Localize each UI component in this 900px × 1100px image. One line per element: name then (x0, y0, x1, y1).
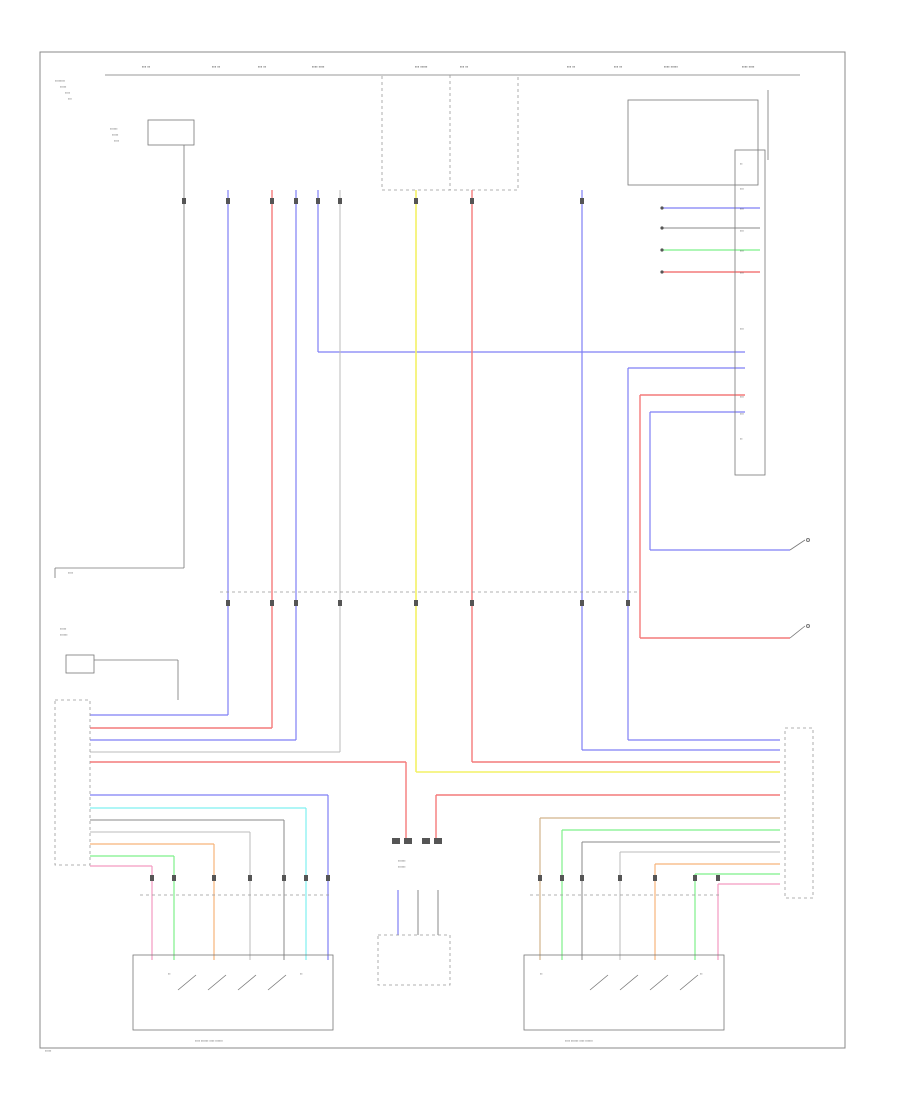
svg-text:▪▪▪▪ ▪▪▪▪: ▪▪▪▪ ▪▪▪▪ (312, 64, 325, 69)
svg-text:▪▪▪: ▪▪▪ (740, 207, 744, 211)
svg-text:▪▪▪▪▪: ▪▪▪▪▪ (45, 1049, 51, 1053)
svg-text:▪▪▪▪: ▪▪▪▪ (68, 571, 73, 575)
svg-text:▪▪▪: ▪▪▪ (740, 395, 744, 399)
left-upper-component: ▪▪▪▪▪▪▪▪ ▪▪▪▪▪ ▪▪▪▪ ▪▪▪ ▪▪▪▪▪▪ ▪▪▪▪▪ ▪▪▪… (55, 79, 195, 146)
svg-text:▪▪▪▪▪▪: ▪▪▪▪▪▪ (398, 859, 405, 863)
fuse-labels-top: ▪▪▪ ▪▪ ▪▪▪ ▪▪ ▪▪▪ ▪▪ ▪▪▪▪ ▪▪▪▪ ▪▪▪ ▪▪▪▪▪… (142, 64, 755, 69)
switch-symbol-2 (789, 624, 810, 639)
svg-text:▪▪▪▪▪: ▪▪▪▪▪ (60, 85, 66, 89)
left-connector-block (54, 699, 91, 866)
svg-text:▪▪▪ ▪▪: ▪▪▪ ▪▪ (258, 64, 267, 69)
svg-text:▪▪▪: ▪▪▪ (68, 97, 72, 101)
svg-text:▪▪▪ ▪▪: ▪▪▪ ▪▪ (614, 64, 623, 69)
svg-text:▪▪: ▪▪ (740, 162, 742, 166)
diagram-frame (39, 51, 846, 1049)
svg-text:▪▪▪ ▪▪: ▪▪▪ ▪▪ (567, 64, 576, 69)
svg-text:▪▪▪▪ ▪▪▪▪▪▪ ▪▪▪▪ ▪▪▪▪▪▪: ▪▪▪▪ ▪▪▪▪▪▪ ▪▪▪▪ ▪▪▪▪▪▪ (565, 1039, 593, 1043)
svg-text:▪▪▪ ▪▪: ▪▪▪ ▪▪ (212, 64, 221, 69)
left-seat-switch: ▪▪ ▪▪ ▪▪▪▪ ▪▪▪▪▪▪ ▪▪▪▪ ▪▪▪▪▪▪ (523, 954, 725, 1043)
right-connector-block (784, 727, 814, 899)
svg-text:▪▪▪: ▪▪▪ (740, 412, 744, 416)
svg-text:▪▪▪: ▪▪▪ (740, 249, 744, 253)
svg-text:▪▪▪: ▪▪▪ (740, 327, 744, 331)
svg-text:▪▪: ▪▪ (300, 972, 302, 976)
svg-text:▪▪▪▪: ▪▪▪▪ (65, 91, 70, 95)
svg-text:▪▪▪ ▪▪: ▪▪▪ ▪▪ (460, 64, 469, 69)
svg-text:▪▪: ▪▪ (168, 972, 170, 976)
svg-text:▪▪▪▪ ▪▪▪▪▪: ▪▪▪▪ ▪▪▪▪▪ (664, 64, 678, 69)
svg-text:▪▪: ▪▪ (740, 437, 742, 441)
left-small-module (65, 654, 95, 674)
right-seat-switch: ▪▪ ▪▪ ▪▪▪▪ ▪▪▪▪▪▪ ▪▪▪▪ ▪▪▪▪▪▪ (132, 954, 334, 1043)
right-top-module (627, 99, 759, 186)
svg-text:▪▪▪▪: ▪▪▪▪ (114, 139, 119, 143)
svg-text:▪▪▪▪▪▪: ▪▪▪▪▪▪ (110, 127, 117, 131)
svg-text:▪▪: ▪▪ (540, 972, 542, 976)
svg-text:▪▪▪▪▪: ▪▪▪▪▪ (60, 627, 66, 631)
svg-text:▪▪▪: ▪▪▪ (740, 187, 744, 191)
svg-text:▪▪▪: ▪▪▪ (740, 229, 744, 233)
right-ecu-box (734, 149, 766, 476)
switch-symbol-1 (789, 538, 810, 551)
svg-text:▪▪: ▪▪ (700, 972, 702, 976)
connector-ticks (150, 198, 720, 881)
svg-text:▪▪▪▪▪▪▪▪: ▪▪▪▪▪▪▪▪ (55, 79, 65, 83)
svg-text:▪▪▪▪▪▪: ▪▪▪▪▪▪ (60, 633, 67, 637)
svg-text:▪▪▪: ▪▪▪ (740, 271, 744, 275)
svg-text:▪▪▪▪▪: ▪▪▪▪▪ (112, 133, 118, 137)
svg-text:▪▪▪▪ ▪▪▪▪▪▪ ▪▪▪▪ ▪▪▪▪▪▪: ▪▪▪▪ ▪▪▪▪▪▪ ▪▪▪▪ ▪▪▪▪▪▪ (195, 1039, 223, 1043)
svg-text:▪▪▪▪▪▪: ▪▪▪▪▪▪ (398, 865, 405, 869)
svg-text:▪▪▪▪ ▪▪▪▪: ▪▪▪▪ ▪▪▪▪ (742, 64, 755, 69)
svg-text:▪▪▪ ▪▪▪▪▪: ▪▪▪ ▪▪▪▪▪ (415, 64, 428, 69)
center-bottom-connector: ▪▪▪▪▪▪ ▪▪▪▪▪▪ (377, 838, 451, 986)
svg-text:▪▪▪ ▪▪: ▪▪▪ ▪▪ (142, 64, 151, 69)
